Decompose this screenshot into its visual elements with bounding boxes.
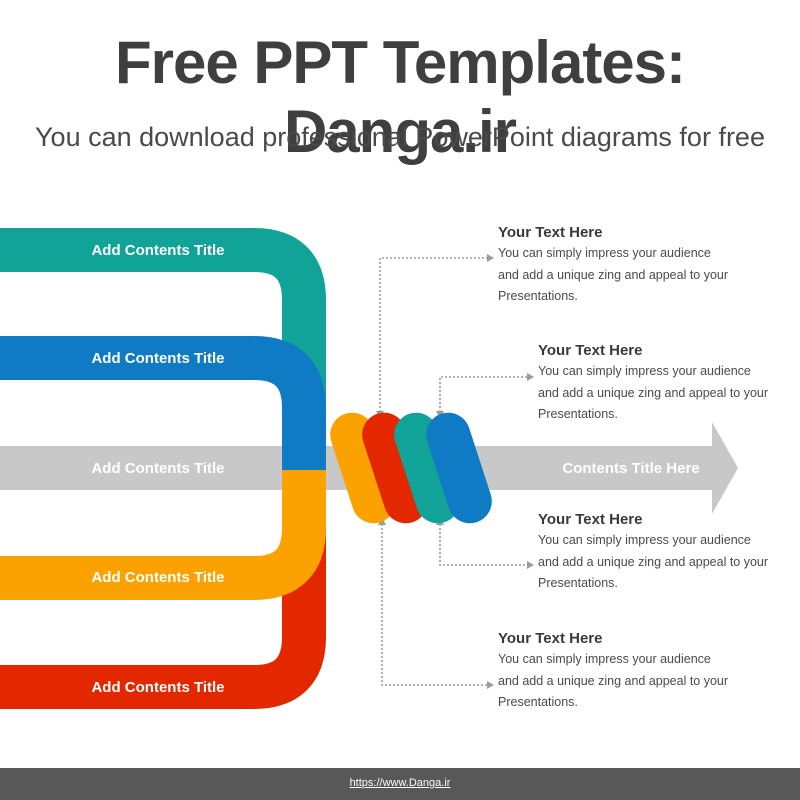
text-block-line: and add a unique zing and appeal to your	[498, 267, 729, 282]
page-title: Free PPT Templates: Danga.ir	[114, 29, 686, 165]
text-block-line: You can simply impress your audience	[538, 533, 751, 547]
coil-teal	[394, 412, 460, 524]
connector-1	[379, 257, 488, 412]
text-block-3: Your Text Here You can simply impress yo…	[538, 510, 778, 595]
text-block-line: You can simply impress your audience	[538, 364, 751, 378]
text-block-heading: Your Text Here	[498, 224, 603, 241]
band-teal	[0, 228, 326, 470]
text-block-line: and add a unique zing and appeal to your	[538, 385, 769, 400]
text-block-line: You can simply impress your audience	[498, 246, 711, 260]
coil-knot	[330, 412, 492, 524]
text-block-line: and add a unique zing and appeal to your	[498, 673, 729, 688]
connector-4-arrowhead	[487, 681, 494, 689]
band-label-teal: Add Contents Title	[91, 242, 225, 259]
text-block-line: and add a unique zing and appeal to your	[538, 554, 769, 569]
page-subtitle: You can download professional PowerPoint…	[35, 122, 765, 152]
band-blue	[0, 336, 326, 470]
coil-red	[362, 412, 428, 524]
band-red	[0, 470, 326, 709]
text-block-line: Presentations.	[498, 695, 578, 709]
band-label-orange: Add Contents Title	[91, 569, 225, 586]
connector-1-arrowhead	[487, 254, 494, 262]
text-block-line: Presentations.	[538, 407, 618, 421]
text-block-2: Your Text Here You can simply impress yo…	[538, 341, 778, 426]
connector-2	[439, 376, 528, 412]
band-label-gray: Add Contents Title	[91, 460, 225, 477]
connector-2-arrowhead	[527, 373, 534, 381]
footer-link[interactable]: https://www.Danga.ir	[349, 777, 451, 789]
connector-4	[381, 524, 488, 686]
text-block-heading: Your Text Here	[538, 511, 643, 528]
band-label-blue: Add Contents Title	[91, 350, 225, 367]
coil-orange	[330, 412, 396, 524]
band-orange	[0, 470, 326, 600]
text-block-line: Presentations.	[498, 289, 578, 303]
text-block-line: You can simply impress your audience	[498, 652, 711, 666]
text-block-line: Presentations.	[538, 576, 618, 590]
text-block-heading: Your Text Here	[498, 630, 603, 647]
connector-3-arrowhead	[527, 561, 534, 569]
footer-bar: https://www.Danga.ir	[0, 768, 800, 800]
arrow-label: Contents Title Here	[562, 460, 700, 477]
text-block-1: Your Text Here You can simply impress yo…	[498, 223, 738, 308]
text-block-4: Your Text Here You can simply impress yo…	[498, 629, 738, 714]
text-block-heading: Your Text Here	[538, 342, 643, 359]
connector-3	[439, 524, 528, 566]
band-label-red: Add Contents Title	[91, 679, 225, 696]
coil-blue	[426, 412, 492, 524]
